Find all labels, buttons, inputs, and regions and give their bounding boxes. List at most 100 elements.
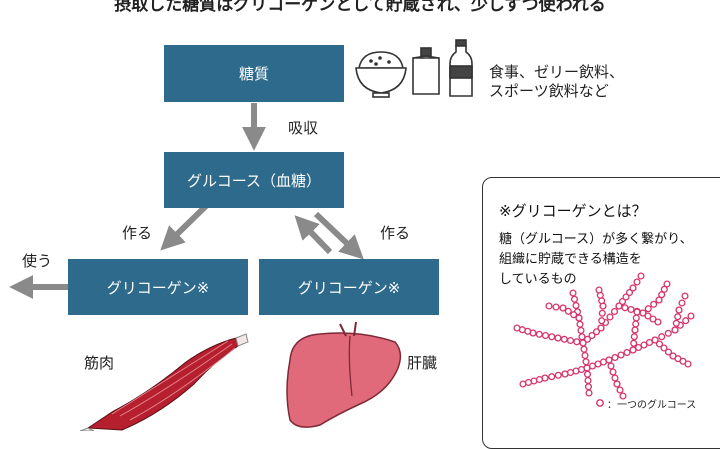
foods-line2: スポーツ飲料など xyxy=(489,82,609,100)
glucose-bead xyxy=(629,346,637,354)
glucose-bead xyxy=(658,291,666,299)
glucose-bead xyxy=(623,348,631,357)
note-title: ※グリコーゲンとは？ xyxy=(499,202,647,220)
glucose-bead xyxy=(672,319,680,327)
glucose-bead xyxy=(658,333,666,341)
glucose-bead xyxy=(650,300,658,308)
glucose-bead xyxy=(554,371,562,379)
glucose-bead xyxy=(616,386,624,394)
glucose-bead xyxy=(663,280,671,288)
glucose-bead xyxy=(622,293,630,301)
glucose-bead xyxy=(682,317,690,325)
glucose-bead xyxy=(609,368,617,376)
sugar-box: 糖質 xyxy=(164,45,344,102)
organ-illustrations xyxy=(79,321,402,431)
glucose-bead xyxy=(560,335,568,343)
glycogen-structure xyxy=(513,272,695,400)
bottle-icon xyxy=(449,39,473,97)
glucose-bead xyxy=(625,288,634,297)
glucose-bead xyxy=(644,312,652,320)
glucose-bead xyxy=(630,333,638,341)
glucose-bead xyxy=(570,295,579,303)
glucose-bead xyxy=(655,296,663,304)
glucose-bead xyxy=(595,286,603,294)
glucose-bead xyxy=(617,351,625,359)
glycogen-diagram: 摂取した糖質はグリコーゲンとして貯蔵され、少しずつ使われる 糖質 グルコース（血… xyxy=(9,0,720,449)
glucose-bead xyxy=(633,278,641,286)
glucose-bead xyxy=(651,336,659,344)
liver-label: 肝臓 xyxy=(407,354,438,372)
glucose-bead xyxy=(611,353,619,362)
legend-swatch xyxy=(596,399,604,407)
glucose-bead xyxy=(607,362,615,370)
flow-arrows xyxy=(9,103,364,299)
glucose-bead xyxy=(640,341,648,349)
glucose-bead xyxy=(681,292,689,300)
glycogen-muscle-box: グリコーゲン※ xyxy=(68,259,248,315)
diagram-title: 摂取した糖質はグリコーゲンとして貯蔵され、少しずつ使われる xyxy=(114,0,606,15)
glucose-bead xyxy=(671,326,679,334)
glucose-bead xyxy=(572,301,580,310)
glucose-bead xyxy=(575,314,583,322)
glucose-bead xyxy=(687,312,695,320)
make-right-label: 作る xyxy=(380,224,411,242)
glucose-bead xyxy=(634,343,643,352)
foods-line1: 食事、ゼリー飲料、 xyxy=(489,63,625,81)
glycogen-liver-box: グリコーゲン※ xyxy=(259,259,439,315)
glucose-bead xyxy=(585,389,593,397)
glucose-bead xyxy=(664,329,672,337)
glucose-bead xyxy=(579,339,587,347)
liver-illustration xyxy=(286,321,402,428)
glucose-bead xyxy=(660,344,668,352)
glucose-bead xyxy=(606,313,614,321)
glucose-bead xyxy=(613,380,621,388)
glucose-bead xyxy=(674,313,682,321)
glucose-bead xyxy=(548,373,556,381)
make-left-label: 作る xyxy=(122,224,153,242)
glucose-bead xyxy=(570,311,578,319)
glucose-bead xyxy=(649,315,657,323)
glucose-bead xyxy=(675,306,683,314)
jelly-pouch-icon xyxy=(412,47,440,95)
glucose-bead xyxy=(637,272,645,280)
glucose-bead xyxy=(615,302,623,310)
make-right-arrow xyxy=(313,211,364,260)
glucose-bead xyxy=(605,356,613,364)
glucose-bead xyxy=(588,331,596,340)
glucose-bead-icon xyxy=(596,399,604,407)
glucose-bead xyxy=(660,285,668,293)
release-arrow xyxy=(294,215,333,255)
glucose-bead xyxy=(610,307,619,316)
glucose-bead xyxy=(548,333,556,341)
legend-text: ：一つのグルコース xyxy=(607,400,697,411)
food-icons xyxy=(355,39,473,98)
glucose-bead xyxy=(630,339,638,347)
absorb-label: 吸収 xyxy=(288,119,319,137)
glucose-bead xyxy=(618,297,627,306)
make-left-arrow xyxy=(160,202,210,251)
glucose-bead xyxy=(597,324,605,332)
glucose-bead xyxy=(655,340,664,348)
glucose-bead xyxy=(684,360,692,368)
glucose-bead xyxy=(639,309,647,317)
rice-bowl-icon xyxy=(355,51,407,98)
muscle-label: 筋肉 xyxy=(84,354,115,372)
glucose-bead xyxy=(552,303,560,311)
glucose-bead xyxy=(513,324,521,332)
glucose-bead xyxy=(519,380,527,388)
glucose-bead xyxy=(654,318,662,326)
glucose-bead xyxy=(619,392,627,400)
note-line-3: しているもの xyxy=(499,272,577,287)
glucose-bead xyxy=(678,299,686,307)
glucose-bead xyxy=(559,304,567,312)
glycogen-note: ※グリコーゲンとは？ 糖（グルコース）が多く繋がり、 組織に貯蔵できる構造を し… xyxy=(482,177,720,449)
glucose-bead xyxy=(564,307,572,315)
glucose-bead xyxy=(645,338,654,347)
glucose-box: グルコース（血糖） xyxy=(164,152,344,208)
glucose-bead xyxy=(545,302,553,310)
glucose-bead xyxy=(598,317,606,325)
use-label: 使う xyxy=(22,252,53,270)
muscle-illustration xyxy=(79,333,249,431)
glucose-bead xyxy=(592,328,601,336)
glucose-bead xyxy=(627,305,635,314)
